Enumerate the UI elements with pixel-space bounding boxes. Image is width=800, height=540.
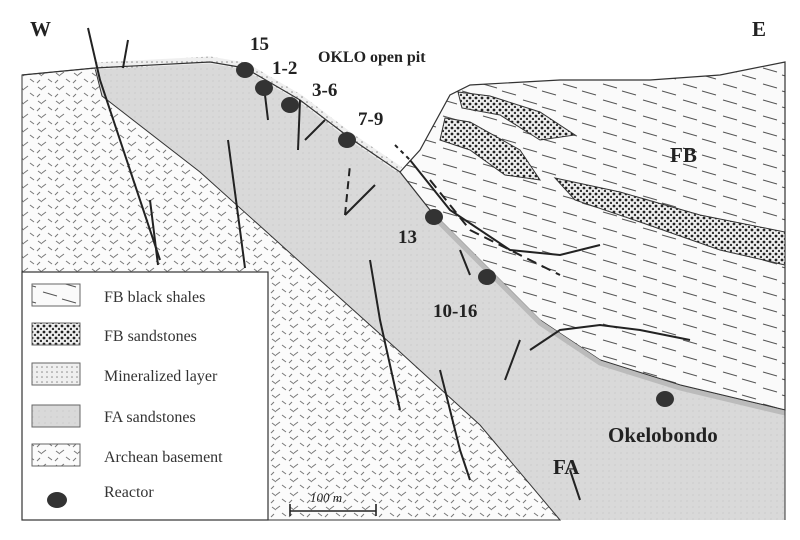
reactor-13-marker[interactable] xyxy=(425,209,443,225)
scale-bar: 100 m xyxy=(289,490,377,516)
legend-swatch-fa-sandstones xyxy=(31,404,81,428)
legend-swatch-mineralized xyxy=(31,362,81,386)
legend-label: FA sandstones xyxy=(104,409,196,426)
legend: FB black shales FB sandstones Mineralize… xyxy=(21,271,269,521)
mineralized-layer xyxy=(94,56,402,173)
legend-label: Archean basement xyxy=(104,449,223,466)
reactors xyxy=(236,62,674,407)
reactor-label: 1-2 xyxy=(272,58,297,79)
fa-label: FA xyxy=(553,455,580,479)
legend-swatch-basement xyxy=(31,443,81,467)
legend-label: FB sandstones xyxy=(104,328,197,345)
legend-label: Reactor xyxy=(104,484,154,501)
west-label: W xyxy=(30,17,51,41)
reactor-7-9-marker[interactable] xyxy=(338,132,356,148)
faults xyxy=(87,27,691,501)
legend-swatch-fb-sandstones xyxy=(31,322,81,346)
reactor-okelobondo-marker[interactable] xyxy=(656,391,674,407)
fb-label: FB xyxy=(670,143,697,167)
reactor-15-marker[interactable] xyxy=(236,62,254,78)
reactor-label: 13 xyxy=(398,227,417,248)
legend-swatch-shales xyxy=(31,283,81,307)
reactor-label: 15 xyxy=(250,34,269,55)
east-label: E xyxy=(752,17,766,41)
legend-label: FB black shales xyxy=(104,289,205,306)
reactor-label: 7-9 xyxy=(358,109,383,130)
reactor-1-2-marker[interactable] xyxy=(255,80,273,96)
legend-reactor-icon xyxy=(47,492,67,508)
fb-sandstone-band xyxy=(439,117,542,181)
reactor-label: 3-6 xyxy=(312,80,337,101)
fb-sandstone-band xyxy=(457,91,577,141)
okelobondo-label: Okelobondo xyxy=(608,423,718,447)
legend-label: Mineralized layer xyxy=(104,368,218,385)
reactor-10-16-marker[interactable] xyxy=(478,269,496,285)
mineralized-layer xyxy=(428,211,786,416)
scale-bar-label: 100 m xyxy=(310,490,342,505)
title-label: OKLO open pit xyxy=(318,49,426,66)
reactor-label: 10-16 xyxy=(433,301,477,322)
reactor-3-6-marker[interactable] xyxy=(281,97,299,113)
